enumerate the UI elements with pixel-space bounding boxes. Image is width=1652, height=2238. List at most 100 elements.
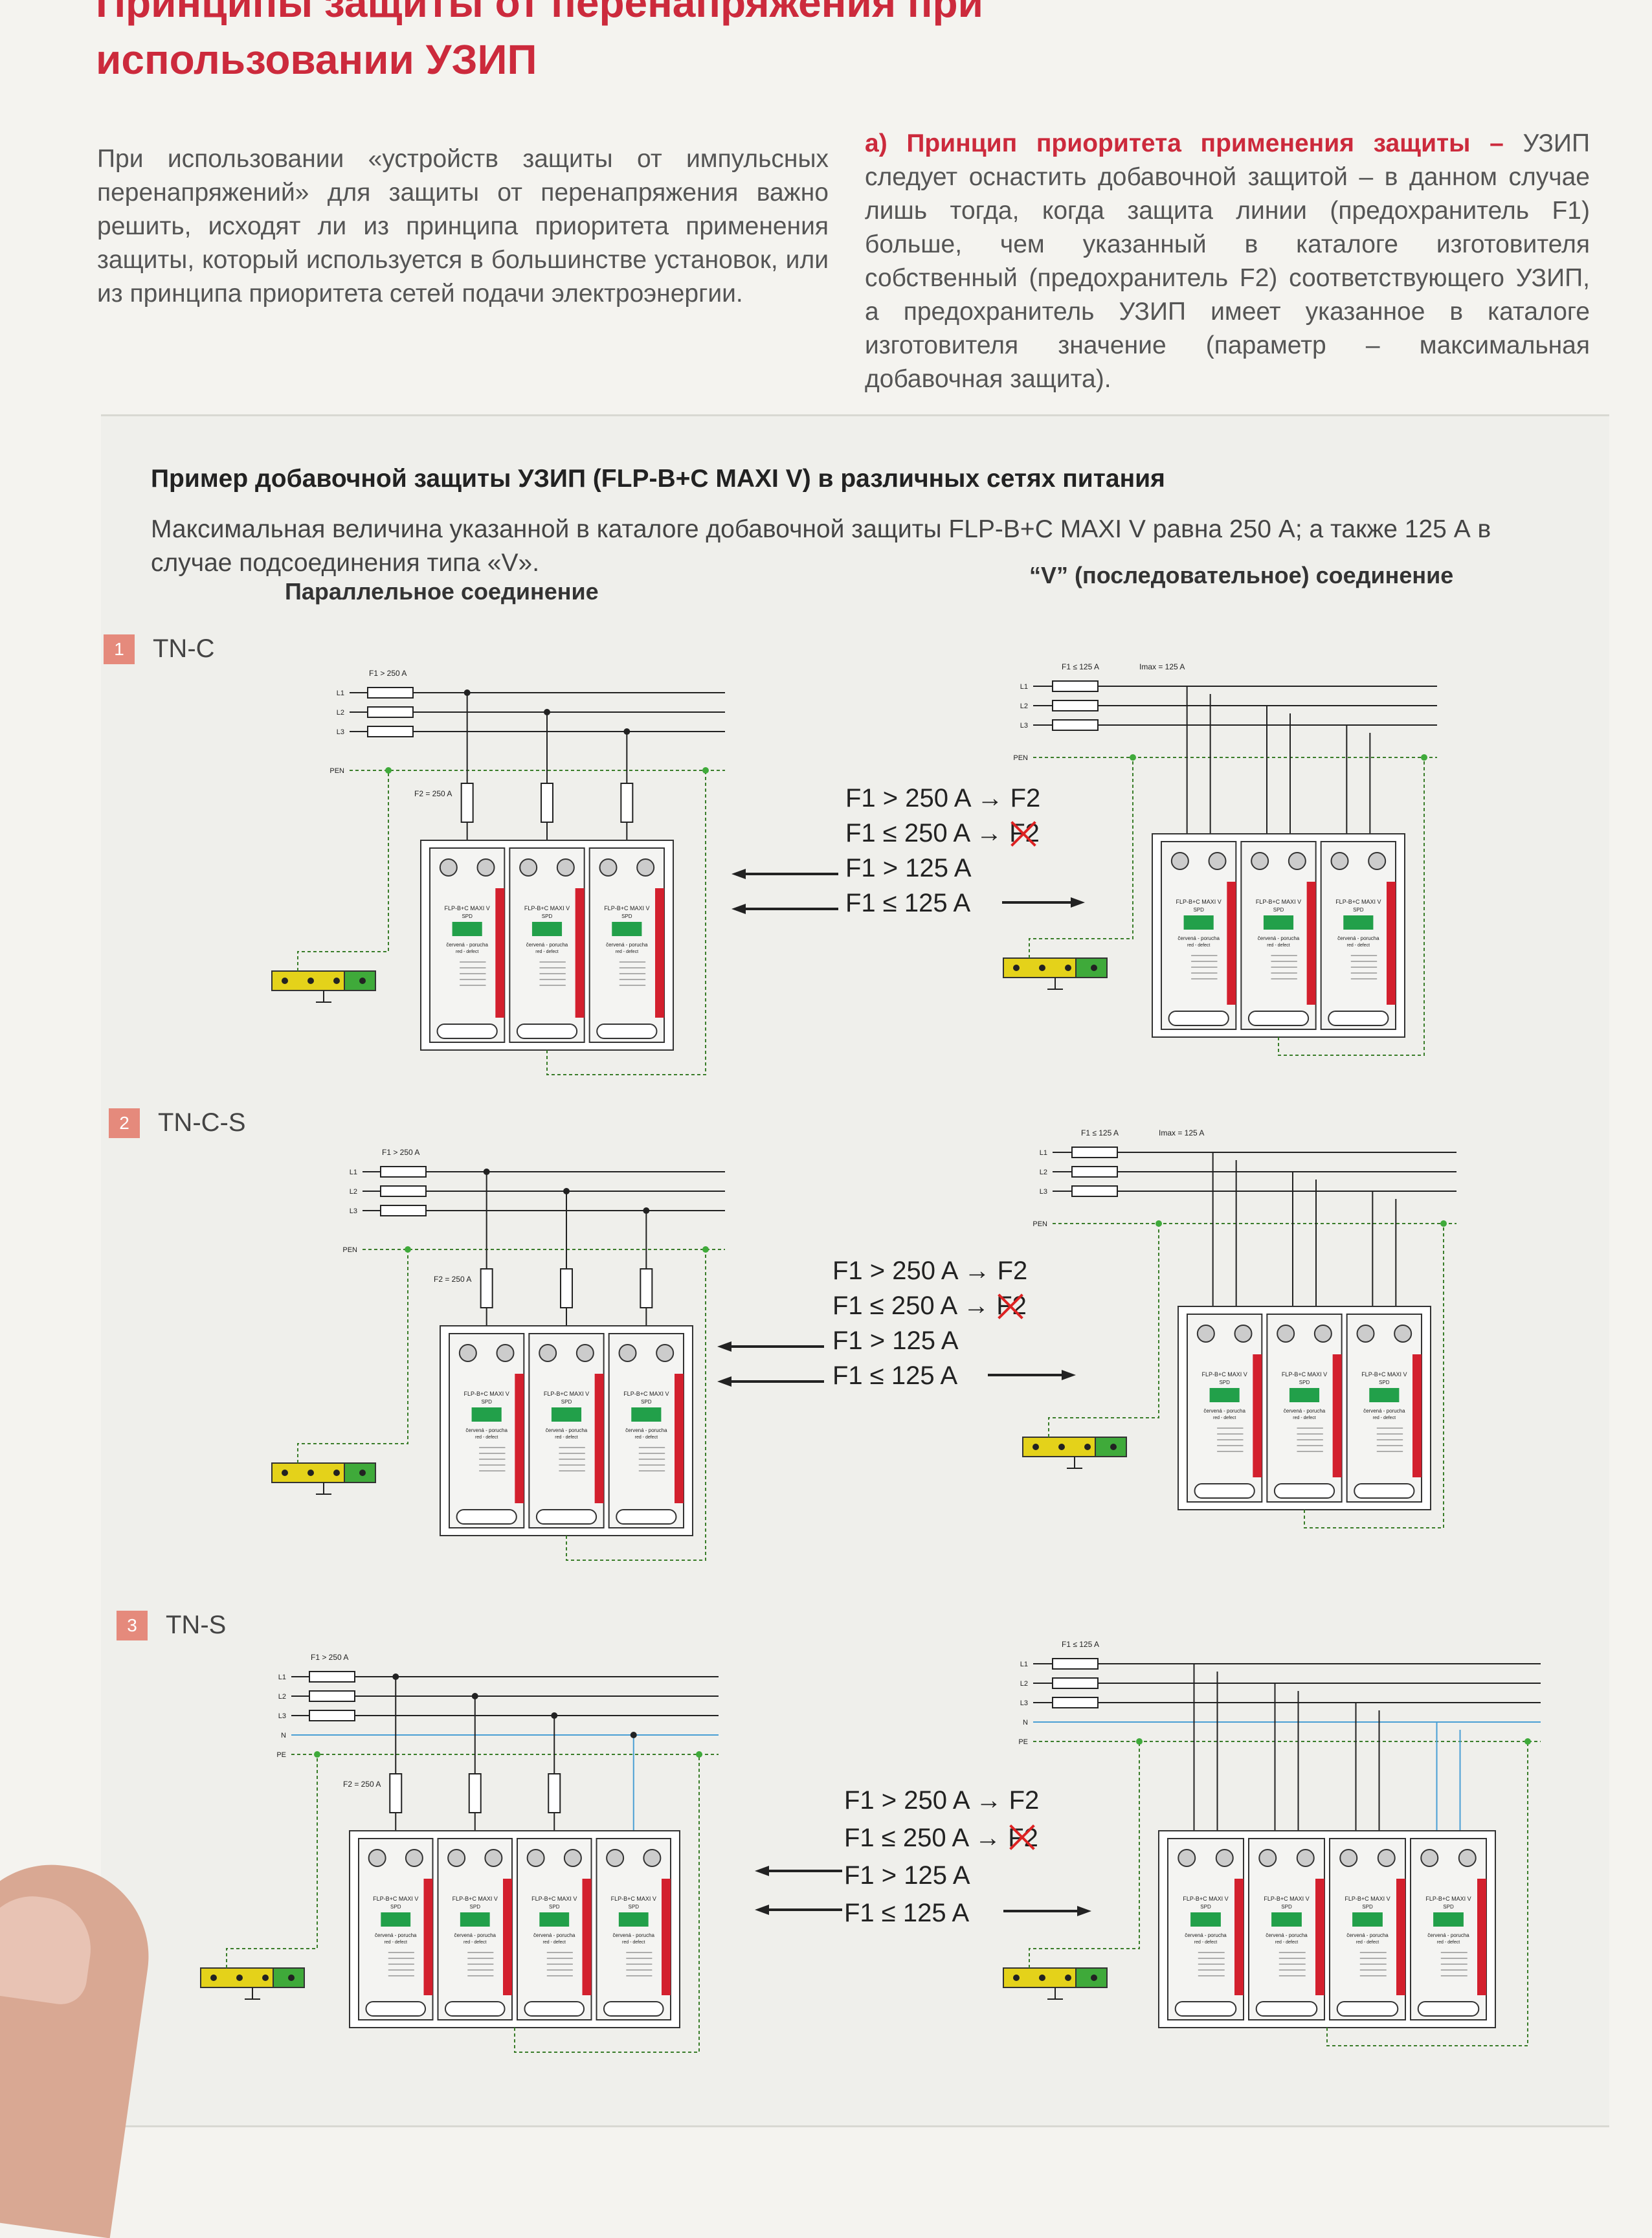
earth-bar-screw: [262, 1975, 269, 1981]
module-status: červená - porucha: [1337, 935, 1379, 941]
pen-junction: [1440, 1220, 1447, 1227]
earth-bar-screw: [282, 1470, 288, 1476]
earth-bar-screw: [210, 1975, 217, 1981]
fuse: [389, 1773, 403, 1813]
terminal-screw-icon: [599, 858, 618, 877]
module-sub: SPD: [1273, 907, 1284, 913]
line-label: L1: [337, 689, 344, 697]
spd-module: [596, 1838, 671, 2020]
terminal-screw-icon: [1215, 1849, 1234, 1867]
intro-right: а) Принцип приоритета применения защиты …: [865, 127, 1590, 396]
earth-bar-screw: [1013, 965, 1020, 971]
example-description: Максимальная величина указанной в катало…: [151, 515, 1491, 577]
fuse: [1052, 1697, 1099, 1708]
status-window: [1289, 1388, 1320, 1402]
module-red-stripe: [594, 1374, 604, 1503]
spd-module: [1240, 841, 1317, 1030]
terminal-screw-icon: [1394, 1325, 1412, 1343]
status-window: [1209, 1388, 1240, 1402]
junction-dot: [463, 689, 471, 696]
module-sub: SPD: [462, 913, 473, 919]
fuse: [1071, 1147, 1118, 1158]
fuse: [468, 1773, 482, 1813]
earth-conductor: [1029, 757, 1133, 958]
status-window: [381, 1912, 411, 1927]
earth-bar-screw: [1084, 1444, 1091, 1450]
terminal-screw-icon: [1251, 852, 1269, 870]
fuse: [1052, 680, 1099, 692]
fuse: [640, 1268, 653, 1308]
line-label: L3: [278, 1712, 286, 1720]
module-sub: SPD: [470, 1904, 481, 1910]
line-label: L3: [1020, 722, 1028, 730]
fuse: [460, 783, 474, 823]
fuse: [380, 1166, 427, 1178]
module-status: červená - porucha: [375, 1932, 417, 1938]
terminal-screw-icon: [643, 1849, 662, 1867]
rule-line: F1 > 125 A: [845, 854, 972, 882]
terminal-screw-icon: [563, 1849, 582, 1867]
module-sub: SPD: [641, 1399, 652, 1405]
fuse: [1052, 1658, 1099, 1670]
fuse: [380, 1185, 427, 1197]
intro-right-body: УЗИП следует оснастить добавочной защито…: [865, 129, 1590, 393]
page-title: Принципы защиты от перенапряжения при ис…: [96, 0, 983, 88]
fuse: [1052, 700, 1099, 711]
imax-label: Imax = 125 A: [1159, 1128, 1204, 1137]
terminal-screw-icon: [575, 1344, 594, 1362]
module-name: FLP-B+C MAXI V: [611, 1896, 656, 1902]
module-status: červená - porucha: [1346, 1932, 1389, 1938]
section-label-3: TN-S: [166, 1611, 227, 1639]
module-name: FLP-B+C MAXI V: [531, 1896, 577, 1902]
junction-dot: [643, 1207, 650, 1214]
bottom-terminal: [516, 1024, 578, 1039]
status-window: [452, 922, 482, 936]
module-sub: SPD: [1219, 1380, 1230, 1385]
module-red-stripe: [582, 1879, 592, 1995]
module-status: red - defect: [535, 950, 558, 954]
terminal-screw-icon: [1458, 1849, 1477, 1867]
spd-module: [429, 847, 506, 1043]
module-status: červená - porucha: [1178, 935, 1220, 941]
module-status: red - defect: [1356, 1940, 1379, 1945]
line-label: L3: [1040, 1188, 1047, 1196]
terminal-screw-icon: [1258, 1849, 1277, 1867]
module-red-stripe: [423, 1879, 433, 1995]
pen-label: PEN: [1013, 754, 1028, 762]
module-sub: SPD: [1443, 1904, 1454, 1910]
earth-bar-screw: [307, 978, 314, 984]
earth-conductor: [297, 770, 389, 971]
terminal-screw-icon: [1339, 1849, 1358, 1867]
earth-bar-screw: [333, 1470, 340, 1476]
module-name: FLP-B+C MAXI V: [1282, 1371, 1327, 1378]
earth-conductor: [1029, 1741, 1140, 1968]
module-red-stripe: [1477, 1879, 1486, 1995]
rule-line: F1 ≤ 125 A: [845, 889, 971, 917]
fuse-f1-label: F1 > 250 A: [311, 1653, 348, 1662]
earth-bar-screw: [359, 978, 366, 984]
pen-junction: [696, 1751, 702, 1758]
module-status: červená - porucha: [546, 1427, 588, 1433]
module-name: FLP-B+C MAXI V: [524, 905, 570, 912]
module-sub: SPD: [549, 1904, 560, 1910]
fuse-f1-label: F1 > 250 A: [382, 1148, 419, 1157]
terminal-screw-icon: [484, 1849, 503, 1867]
rule-line: F1 ≤ 250 A → F2: [832, 1288, 1027, 1323]
bottom-terminal: [1273, 1483, 1335, 1499]
earth-bar-screw: [1110, 1444, 1117, 1450]
pen-junction: [1130, 754, 1136, 761]
section-label-1: TN-C: [153, 634, 215, 663]
bottom-terminal: [436, 1024, 498, 1039]
bottom-terminal: [1328, 1011, 1389, 1026]
section-badge-3: 3: [117, 1611, 148, 1640]
module-red-stripe: [662, 1879, 671, 1995]
line-label: L1: [1020, 1661, 1028, 1668]
rule-line: F1 ≤ 125 A: [844, 1899, 970, 1927]
line-label: L1: [278, 1673, 286, 1681]
module-red-stripe: [1253, 1354, 1262, 1477]
rule-line: F1 > 250 A → F2: [844, 1786, 1040, 1815]
module-name: FLP-B+C MAXI V: [544, 1391, 589, 1397]
bottom-terminal: [1336, 2001, 1399, 2017]
arrow-right-icon: [988, 1370, 1076, 1380]
